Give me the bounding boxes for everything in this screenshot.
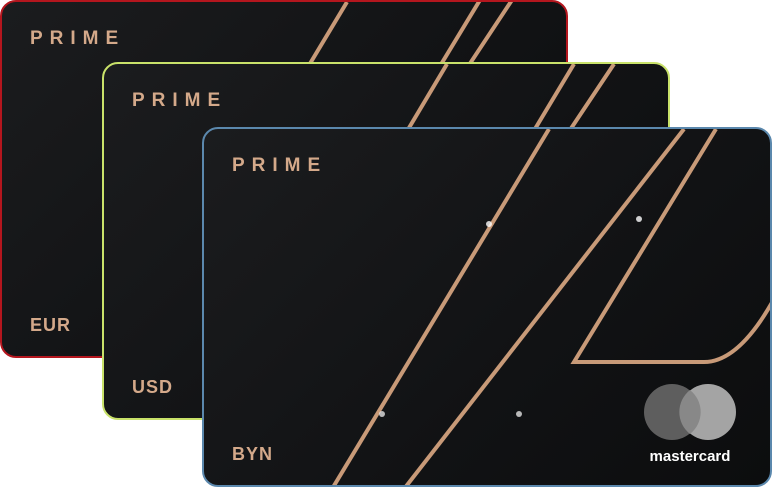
card-stripes — [332, 129, 770, 485]
card-currency: EUR — [30, 315, 72, 335]
mastercard-circles-icon — [644, 384, 736, 440]
card-brand: PRIME — [30, 28, 126, 49]
card-currency: BYN — [232, 444, 274, 464]
mastercard-logo: mastercard — [642, 383, 738, 465]
card-brand: PRIME — [232, 155, 328, 176]
card-currency: USD — [132, 377, 174, 397]
card-brand: PRIME — [132, 90, 228, 111]
card-byn[interactable]: PRIME BYN mastercard — [202, 127, 772, 487]
network-label: mastercard — [649, 448, 731, 465]
